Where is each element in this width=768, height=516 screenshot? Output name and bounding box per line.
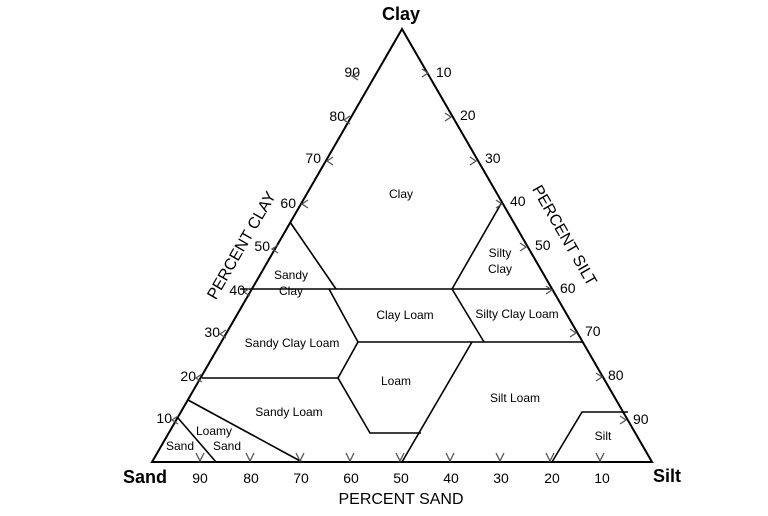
region-labels: Clay Sandy Clay Silty Clay Clay Loam Sil… <box>166 187 612 453</box>
boundary-loam-upper-left <box>328 288 359 343</box>
boundary-silty-clay <box>451 201 503 290</box>
region-sandy-clay-line1: Sandy <box>274 268 308 282</box>
silt-tick-70: 70 <box>585 323 601 339</box>
boundary-silt <box>551 411 628 463</box>
region-sandy-loam: Sandy Loam <box>255 405 322 419</box>
region-silt-loam: Silt Loam <box>490 391 540 405</box>
sand-tick-30: 30 <box>493 470 509 486</box>
axis-title-percent-sand: PERCENT SAND <box>338 491 463 508</box>
corner-label-clay: Clay <box>382 4 420 24</box>
silt-tick-90: 90 <box>633 411 649 427</box>
clay-tick-70: 70 <box>305 150 321 166</box>
sand-tick-90: 90 <box>192 470 208 486</box>
boundary-scl-loam <box>337 341 359 379</box>
region-sand: Sand <box>166 439 194 453</box>
corner-label-sand: Sand <box>123 467 167 487</box>
region-sandy-clay-loam: Sandy Clay Loam <box>245 336 340 350</box>
boundary-silt-loam-left <box>401 341 473 463</box>
silt-tick-80: 80 <box>608 367 624 383</box>
class-boundaries <box>177 201 628 463</box>
region-sandy-clay-line2: Clay <box>279 284 303 298</box>
boundary-silty-clay-loam <box>451 288 485 343</box>
clay-tick-90: 90 <box>344 64 360 80</box>
boundary-loamy-sand-lower <box>177 417 217 463</box>
sand-tick-70: 70 <box>293 470 309 486</box>
corner-label-silt: Silt <box>653 466 681 486</box>
sand-tick-20: 20 <box>544 470 560 486</box>
silt-tick-40: 40 <box>510 193 526 209</box>
region-clay: Clay <box>389 187 413 201</box>
sand-tick-10: 10 <box>594 470 610 486</box>
clay-tick-60: 60 <box>280 195 296 211</box>
region-silty-clay-line1: Silty <box>489 246 512 260</box>
tick-marks <box>170 68 628 463</box>
silt-tick-20: 20 <box>460 107 476 123</box>
region-loamy-sand-line1: Loamy <box>196 424 232 438</box>
sand-tick-40: 40 <box>443 470 459 486</box>
clay-tick-80: 80 <box>329 108 345 124</box>
clay-tick-40: 40 <box>229 282 245 298</box>
silt-tick-60: 60 <box>560 280 576 296</box>
clay-tick-30: 30 <box>204 324 220 340</box>
boundary-loamy-sand-upper <box>187 399 303 463</box>
clay-tick-20: 20 <box>180 368 196 384</box>
region-silty-clay-loam: Silty Clay Loam <box>475 307 558 321</box>
clay-tick-50: 50 <box>254 238 270 254</box>
clay-tick-labels: 90 80 70 60 50 40 30 20 10 <box>156 64 360 426</box>
region-silty-clay-line2: Clay <box>488 262 512 276</box>
silt-tick-10: 10 <box>436 64 452 80</box>
sand-tick-80: 80 <box>243 470 259 486</box>
silt-tick-labels: 10 20 30 40 50 60 70 80 90 <box>436 64 649 427</box>
boundary-loam-bottom <box>337 377 421 434</box>
sand-tick-60: 60 <box>343 470 359 486</box>
region-silt: Silt <box>595 429 612 443</box>
sand-tick-50: 50 <box>393 470 409 486</box>
region-loamy-sand-line2: Sand <box>213 439 241 453</box>
clay-tick-10: 10 <box>156 410 172 426</box>
sand-tick-labels: 90 80 70 60 50 40 30 20 10 <box>192 470 610 486</box>
silt-tick-30: 30 <box>485 150 501 166</box>
axis-title-percent-silt: PERCENT SILT <box>528 182 599 289</box>
silt-tick-50: 50 <box>535 237 551 253</box>
boundary-sandy-clay <box>289 221 337 290</box>
region-loam: Loam <box>381 374 411 388</box>
region-clay-loam: Clay Loam <box>376 308 433 322</box>
